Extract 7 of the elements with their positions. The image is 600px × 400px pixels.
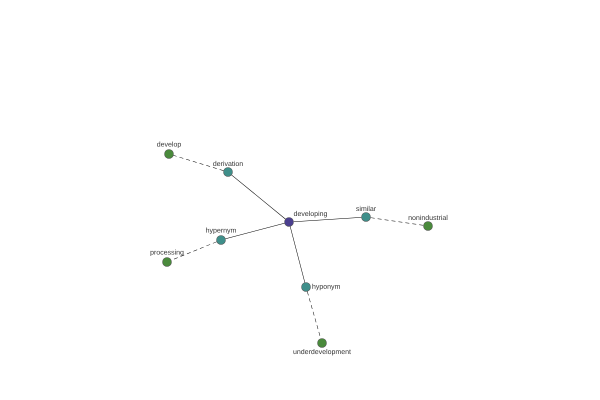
connector-line bbox=[173, 155, 224, 171]
connector-line bbox=[370, 217, 424, 226]
connector-line bbox=[225, 222, 285, 240]
connector-line bbox=[231, 174, 286, 220]
connector-line bbox=[290, 226, 306, 283]
connector-line bbox=[294, 217, 362, 222]
connector-line bbox=[171, 242, 217, 260]
